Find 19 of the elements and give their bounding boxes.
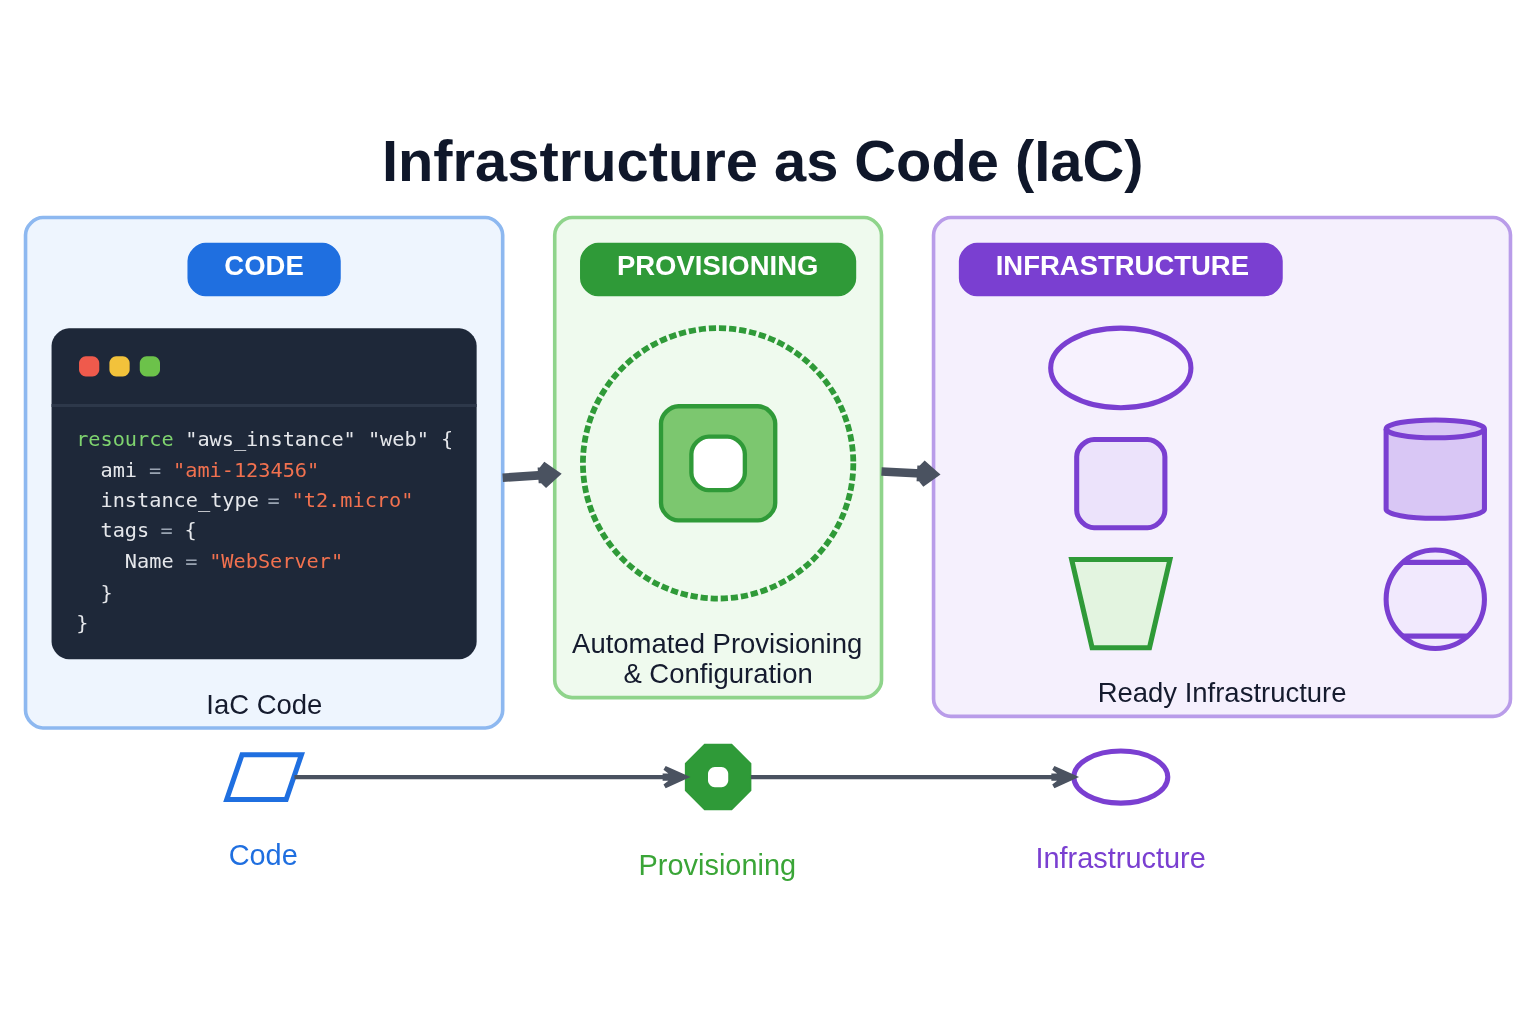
arrow	[750, 765, 1076, 788]
node-box: INFRASTRUCTURE	[958, 242, 1283, 296]
node-bucket	[1068, 556, 1174, 650]
node-code	[223, 751, 305, 802]
node-box: CODE	[187, 242, 341, 296]
node-label: Code	[228, 838, 298, 871]
node-cloud	[1048, 325, 1194, 410]
node-label: Provisioning	[638, 848, 797, 881]
diagram-title: Infrastructure as Code (IaC)	[381, 128, 1144, 193]
node-label: Infrastructure	[1035, 841, 1206, 874]
node-gear	[580, 324, 857, 601]
node-chip	[1074, 436, 1168, 530]
node-gear	[684, 743, 752, 810]
node-globe	[1383, 547, 1487, 651]
arrow	[881, 458, 938, 488]
arrow	[294, 765, 688, 788]
arrow	[502, 460, 560, 489]
node-cloud	[1071, 748, 1171, 806]
node-box: PROVISIONING	[580, 242, 857, 296]
